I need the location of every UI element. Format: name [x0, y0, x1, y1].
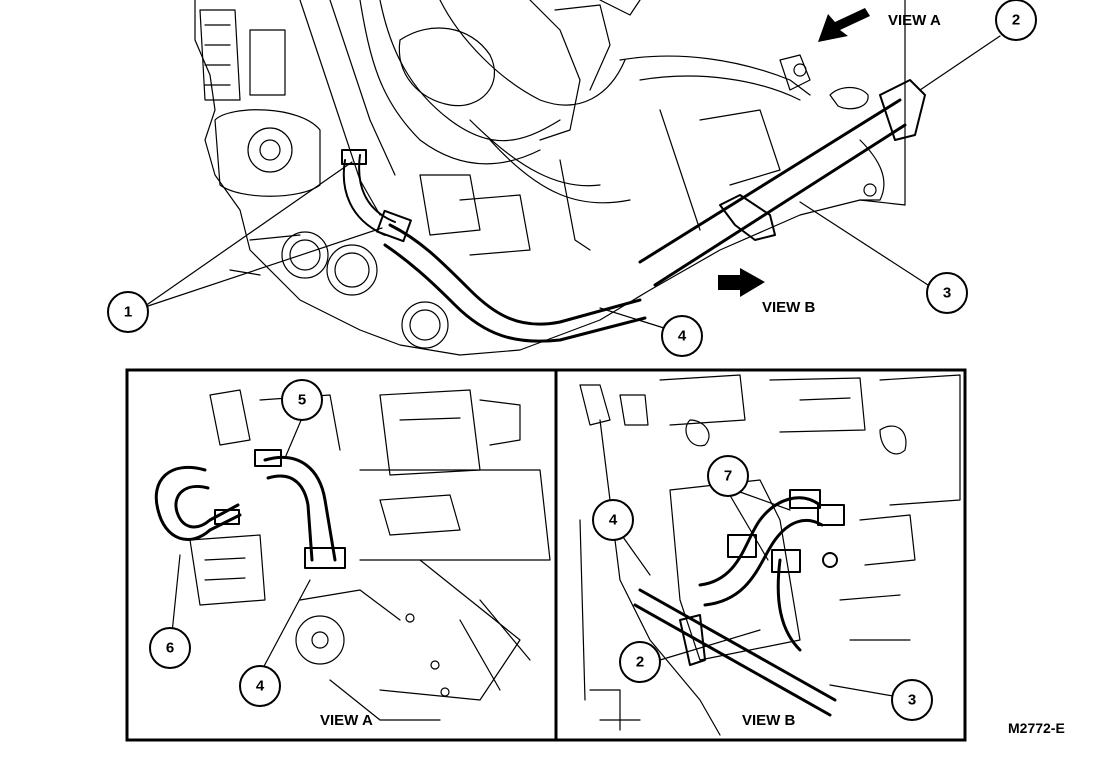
view-b-hose-edge — [703, 519, 824, 607]
main-callout-1: 1 — [107, 291, 149, 333]
view-a-callout-6: 6 — [149, 627, 191, 669]
view-b-callout-7: 7 — [707, 455, 749, 497]
svg-text:2: 2 — [1012, 12, 1020, 29]
main-callout-3: 3 — [926, 272, 968, 314]
view-b-callout-3: 3 — [891, 679, 933, 721]
view-a-callout-4: 4 — [239, 665, 281, 707]
svg-text:3: 3 — [943, 285, 951, 302]
view-b-arrow-label: VIEW B — [762, 299, 816, 316]
view-a-clamp-bottom — [304, 547, 346, 569]
view-a-u-hose-inner — [174, 485, 240, 529]
coolant-rail — [638, 98, 902, 264]
view-a-drawing — [189, 389, 551, 721]
view-b-callout-4: 4 — [592, 499, 634, 541]
figure-code: M2772-E — [1008, 720, 1065, 736]
view-b-clamp-d — [817, 504, 845, 526]
inset-view-a: 5 6 4 VIEW A — [149, 379, 551, 729]
view-b-leader-lines — [622, 491, 894, 697]
view-a-u-hose — [154, 465, 242, 541]
hose-clamp-upper — [341, 149, 367, 165]
svg-text:4: 4 — [678, 328, 687, 345]
main-engine-view: VIEW A VIEW B 1 2 3 4 — [107, 0, 1037, 357]
svg-text:2: 2 — [636, 654, 644, 671]
view-b-callout-2: 2 — [619, 641, 661, 683]
view-a-clamp-top — [254, 449, 282, 467]
main-leader-lines — [147, 35, 1001, 329]
view-a-arrow — [818, 8, 870, 42]
view-b-rail-bracket — [679, 614, 706, 666]
engine-block-drawing — [194, 0, 906, 356]
view-b-arrow — [718, 268, 765, 297]
svg-text:7: 7 — [724, 468, 732, 485]
svg-text:4: 4 — [256, 678, 265, 695]
svg-text:5: 5 — [298, 392, 306, 409]
svg-text:4: 4 — [609, 512, 618, 529]
view-a-caption: VIEW A — [320, 712, 373, 729]
view-a-clamp-left — [214, 509, 240, 525]
main-callout-2: 2 — [995, 0, 1037, 41]
view-b-clamp-c — [789, 489, 821, 509]
heater-hose — [342, 159, 386, 236]
view-a-arrow-label: VIEW A — [888, 12, 941, 29]
view-b-fitting — [822, 552, 838, 568]
view-a-main-hose — [263, 455, 337, 562]
hose-clamp-lower — [376, 209, 412, 243]
view-a-main-hose-edge — [266, 474, 314, 562]
view-b-clamp-a — [727, 534, 757, 558]
bypass-tube-edge — [383, 243, 647, 343]
inset-frame — [125, 368, 967, 742]
view-b-caption: VIEW B — [742, 712, 796, 729]
view-a-leader-lines — [171, 417, 311, 671]
svg-text:1: 1 — [124, 304, 132, 321]
view-b-clamp-b — [771, 549, 801, 573]
view-a-callout-5: 5 — [281, 379, 323, 421]
rail-end-clamp — [879, 79, 926, 141]
svg-text:6: 6 — [166, 640, 174, 657]
view-b-rail-edge — [633, 603, 832, 717]
view-b-rail — [638, 588, 837, 702]
view-b-hose — [698, 496, 822, 587]
svg-text:3: 3 — [908, 692, 916, 709]
rail-bracket — [719, 194, 776, 241]
coolant-rail-edge — [653, 123, 907, 287]
bypass-tube — [388, 223, 642, 326]
main-callout-4: 4 — [661, 315, 703, 357]
inset-view-b: 7 4 2 3 VIEW B — [579, 374, 961, 736]
